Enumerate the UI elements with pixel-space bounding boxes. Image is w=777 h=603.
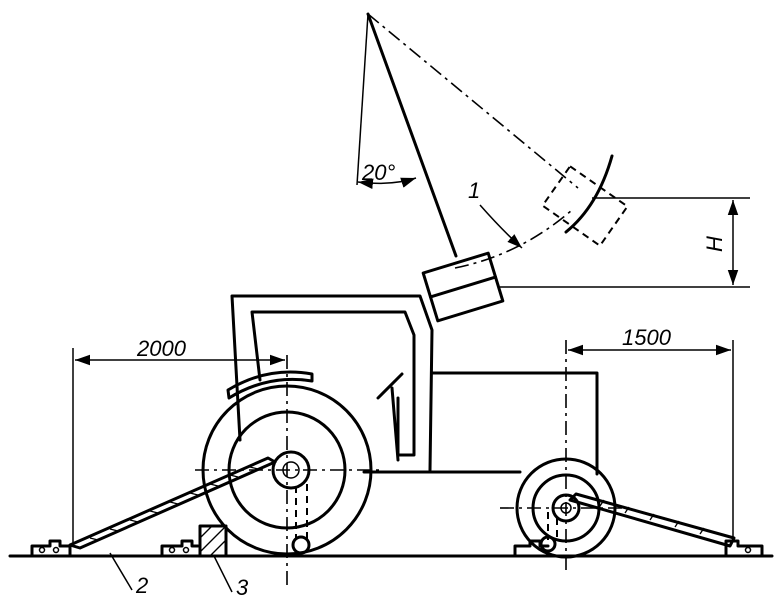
impactor-block-upper — [541, 164, 629, 248]
steering-wheel — [376, 372, 404, 400]
callout-3-label: 3 — [236, 575, 249, 600]
rear-axle-bracket — [295, 484, 308, 540]
restraint-ramp-front — [568, 492, 736, 548]
tractor — [195, 294, 625, 585]
angle-label: 20° — [361, 160, 395, 185]
floor-anchor-right — [724, 539, 764, 558]
rear-wheel — [195, 355, 380, 585]
angle-arc — [357, 177, 417, 189]
pendulum-arm-raised — [367, 13, 579, 189]
callout-2-label: 2 — [135, 573, 148, 598]
cab-outer — [230, 294, 434, 472]
front-axle-bracket — [547, 512, 558, 540]
vertical-reference-line — [356, 13, 369, 186]
front-wheel — [500, 340, 625, 575]
dimension-1500 — [568, 340, 734, 540]
dimension-2000 — [72, 348, 285, 545]
callout-1-leader — [479, 204, 523, 249]
wheel-chock — [198, 524, 228, 558]
steering-column — [390, 386, 400, 462]
floor-anchor-left — [30, 539, 72, 558]
pendulum — [356, 12, 629, 323]
impactor-face-upper — [564, 154, 614, 234]
rear-fender — [226, 370, 314, 400]
floor-anchor-mid — [160, 539, 200, 558]
callout-3-leader — [213, 555, 233, 593]
dimension-2000-label: 2000 — [136, 336, 187, 361]
hood — [430, 371, 599, 476]
pendulum-arm — [366, 12, 458, 258]
callout-2-leader — [109, 552, 133, 591]
restraint-ramp-rear — [68, 456, 277, 550]
height-dimension — [500, 197, 750, 288]
dimension-1500-label: 1500 — [622, 325, 672, 350]
height-label: H — [702, 236, 727, 252]
floor-anchor-front — [513, 539, 550, 558]
callout-1-label: 1 — [468, 178, 480, 203]
impactor-block-lower — [421, 251, 505, 323]
